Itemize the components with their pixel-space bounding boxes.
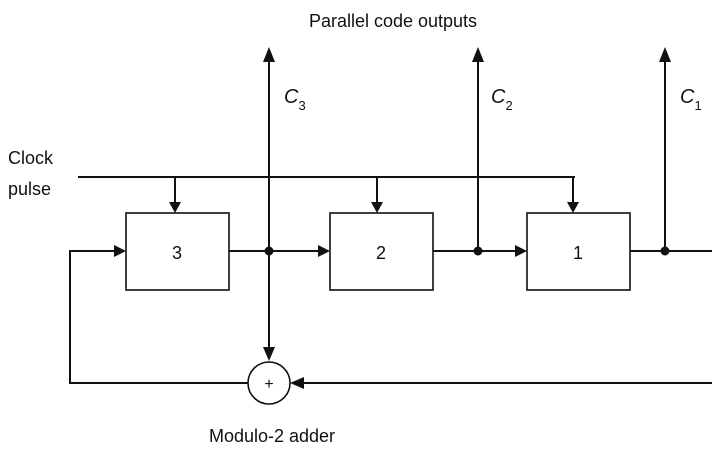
register-2: 2 [329,212,434,291]
output-arrow-c2 [472,47,484,62]
output-label-c2: C2 [491,86,513,113]
register-2-label: 2 [376,243,386,263]
clock-arrow-2 [371,202,383,213]
output-label-c3: C3 [284,86,306,113]
clock-label-line1: Clock [8,148,54,168]
clock-arrow-1 [567,202,579,213]
adder-label: Modulo-2 adder [209,426,335,446]
adder-plus-symbol: + [264,376,273,393]
adder-output-loop [69,250,248,384]
register-3-label: 3 [172,243,182,263]
feedback-arrow-into-adder [290,377,304,389]
arrow-into-register-3 [114,245,126,257]
output-label-c1: C1 [680,86,702,113]
register-1-label: 1 [573,243,583,263]
register-1: 1 [526,212,631,291]
junction-c2 [473,246,483,256]
arrow-into-register-2 [318,245,330,257]
output-arrow-c3 [263,47,275,62]
junction-c3 [264,246,274,256]
junction-c1 [660,246,670,256]
arrow-into-adder [263,347,275,361]
clock-arrow-3 [169,202,181,213]
arrow-into-register-1 [515,245,527,257]
diagram-title: Parallel code outputs [309,11,477,31]
register-3: 3 [125,212,230,291]
output-arrow-c1 [659,47,671,62]
clock-label-line2: pulse [8,179,51,199]
